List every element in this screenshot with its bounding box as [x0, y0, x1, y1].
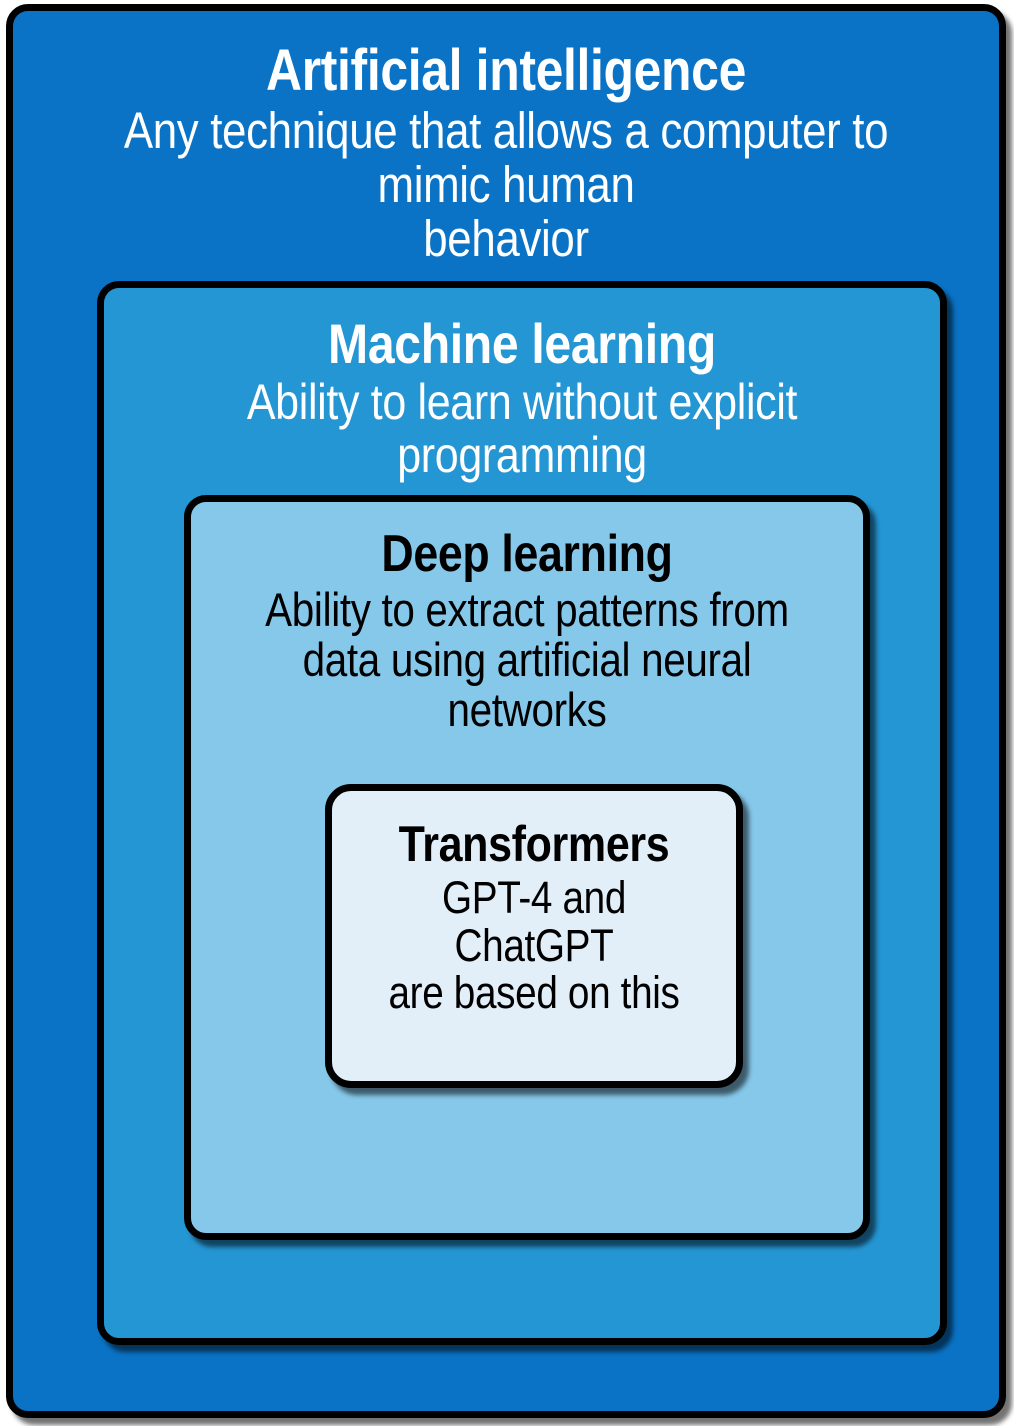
dl-inner-holder: Transformers GPT-4 and ChatGPT are based… [191, 502, 863, 1233]
artificial-intelligence-subtitle-line-2: behavior [423, 210, 589, 268]
artificial-intelligence-subtitle-line-1: Any technique that allows a computer to … [123, 102, 889, 214]
ai-inner-holder: Machine learning Ability to learn withou… [13, 11, 999, 1411]
transformers-text-block: Transformers GPT-4 and ChatGPT are based… [332, 819, 736, 1017]
transformers-subtitle: GPT-4 and ChatGPT are based on this [360, 870, 707, 1017]
deep-learning-subtitle: Ability to extract patterns from data us… [238, 581, 816, 734]
layer-artificial-intelligence: Artificial intelligence Any technique th… [6, 4, 1006, 1418]
layer-deep-learning: Deep learning Ability to extract pattern… [184, 495, 870, 1240]
machine-learning-subtitle-line-1: Ability to learn without explicit progra… [246, 374, 798, 484]
deep-learning-text-block: Deep learning Ability to extract pattern… [191, 525, 863, 734]
transformers-title: Transformers [398, 816, 670, 872]
transformers-subtitle-line-1: GPT-4 and ChatGPT [441, 872, 627, 971]
artificial-intelligence-text-block: Artificial intelligence Any technique th… [13, 41, 999, 266]
deep-learning-title: Deep learning [381, 525, 673, 583]
deep-learning-subtitle-line-1: Ability to extract patterns from [265, 583, 789, 637]
transformers-subtitle-line-2: are based on this [388, 967, 680, 1019]
artificial-intelligence-subtitle: Any technique that allows a computer to … [82, 100, 930, 266]
deep-learning-subtitle-line-2: data using artificial neural networks [302, 632, 752, 736]
machine-learning-title: Machine learning [328, 312, 716, 375]
layer-transformers: Transformers GPT-4 and ChatGPT are based… [325, 784, 743, 1088]
layer-machine-learning: Machine learning Ability to learn withou… [97, 281, 947, 1345]
machine-learning-subtitle: Ability to learn without explicit progra… [163, 372, 882, 482]
ml-inner-holder: Deep learning Ability to extract pattern… [104, 288, 940, 1338]
machine-learning-text-block: Machine learning Ability to learn withou… [104, 315, 940, 482]
artificial-intelligence-title: Artificial intelligence [266, 38, 746, 103]
